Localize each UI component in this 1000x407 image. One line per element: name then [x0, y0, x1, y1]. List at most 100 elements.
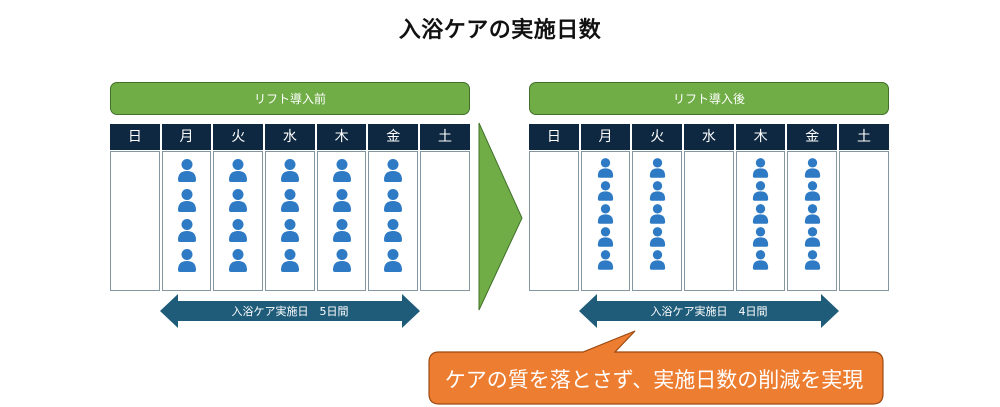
- day-cell: [316, 151, 367, 291]
- person-icon: [649, 180, 666, 201]
- day-cell: [420, 151, 470, 291]
- speech-bubble-shape: [428, 330, 884, 405]
- person-icon: [597, 203, 614, 224]
- person-icon: [228, 188, 248, 212]
- span-label-before: 入浴ケア実施日 5日間: [231, 305, 349, 318]
- person-icon: [752, 203, 769, 224]
- day-header: 木: [316, 124, 367, 150]
- day-header: 月: [161, 124, 212, 150]
- banner-after: リフト導入後: [529, 82, 889, 115]
- person-icon: [752, 180, 769, 201]
- person-icon: [597, 226, 614, 247]
- person-icon: [228, 218, 248, 242]
- day-column: 土: [420, 124, 470, 291]
- day-column: 木: [735, 124, 786, 291]
- day-cell: [110, 151, 160, 291]
- person-icon: [383, 158, 403, 182]
- person-icon: [383, 188, 403, 212]
- diagram-title: 入浴ケアの実施日数: [398, 18, 602, 43]
- span-arrow-before: 入浴ケア実施日 5日間: [160, 294, 420, 328]
- panel-after-lift: リフト導入後 日月火水木金土 入浴ケア実施日 4日間: [529, 82, 889, 328]
- span-label-after: 入浴ケア実施日 4日間: [650, 305, 768, 318]
- person-icon: [649, 249, 666, 270]
- person-icon: [280, 218, 300, 242]
- person-icon: [804, 157, 821, 178]
- result-callout: ケアの質を落とさず、実施日数の削減を実現: [425, 330, 885, 407]
- day-cell: [265, 151, 315, 291]
- person-icon: [752, 226, 769, 247]
- day-header: 金: [368, 124, 419, 150]
- day-column: 土: [839, 124, 889, 291]
- person-icon: [332, 218, 352, 242]
- person-icon: [332, 188, 352, 212]
- person-icon: [804, 249, 821, 270]
- day-cell: [580, 151, 631, 291]
- person-icon: [332, 158, 352, 182]
- person-icon: [649, 226, 666, 247]
- day-cell: [632, 151, 683, 291]
- banner-before: リフト導入前: [110, 82, 470, 115]
- day-cell: [213, 151, 264, 291]
- day-header: 火: [632, 124, 683, 150]
- person-icon: [804, 203, 821, 224]
- day-cell: [735, 151, 786, 291]
- person-icon: [177, 218, 197, 242]
- day-column: 火: [213, 124, 264, 291]
- person-icon: [752, 157, 769, 178]
- day-header: 土: [839, 124, 889, 150]
- person-icon: [280, 188, 300, 212]
- day-header: 水: [684, 124, 734, 150]
- day-column: 木: [316, 124, 367, 291]
- day-cell: [368, 151, 419, 291]
- span-arrow-after: 入浴ケア実施日 4日間: [579, 294, 839, 328]
- person-icon: [597, 157, 614, 178]
- person-icon: [383, 248, 403, 272]
- person-icon: [597, 249, 614, 270]
- person-icon: [332, 248, 352, 272]
- day-cell: [161, 151, 212, 291]
- person-icon: [228, 248, 248, 272]
- day-cell: [839, 151, 889, 291]
- day-cell: [529, 151, 579, 291]
- day-column: 水: [265, 124, 315, 291]
- week-grid-after: 日月火水木金土: [529, 124, 889, 291]
- person-icon: [280, 248, 300, 272]
- day-cell: [684, 151, 734, 291]
- day-column: 月: [161, 124, 212, 291]
- person-icon: [804, 226, 821, 247]
- day-header: 木: [735, 124, 786, 150]
- day-column: 月: [580, 124, 631, 291]
- right-triangle-arrow-icon: [478, 122, 523, 311]
- day-header: 金: [787, 124, 838, 150]
- person-icon: [228, 158, 248, 182]
- person-icon: [752, 249, 769, 270]
- day-header: 日: [529, 124, 579, 150]
- person-icon: [804, 180, 821, 201]
- person-icon: [649, 157, 666, 178]
- day-header: 火: [213, 124, 264, 150]
- day-column: 金: [787, 124, 838, 291]
- person-icon: [383, 218, 403, 242]
- panel-before-lift: リフト導入前 日月火水木金土 入浴ケア実施日 5日間: [110, 82, 470, 328]
- day-header: 月: [580, 124, 631, 150]
- person-icon: [177, 158, 197, 182]
- person-icon: [177, 248, 197, 272]
- double-arrow-icon: [160, 294, 420, 328]
- day-column: 火: [632, 124, 683, 291]
- day-column: 水: [684, 124, 734, 291]
- day-header: 水: [265, 124, 315, 150]
- double-arrow-icon: [579, 294, 839, 328]
- person-icon: [649, 203, 666, 224]
- person-icon: [177, 188, 197, 212]
- week-grid-before: 日月火水木金土: [110, 124, 470, 291]
- day-column: 金: [368, 124, 419, 291]
- day-header: 日: [110, 124, 160, 150]
- day-header: 土: [420, 124, 470, 150]
- day-cell: [787, 151, 838, 291]
- day-column: 日: [110, 124, 160, 291]
- day-column: 日: [529, 124, 579, 291]
- person-icon: [280, 158, 300, 182]
- person-icon: [597, 180, 614, 201]
- transition-arrow: [478, 122, 524, 316]
- callout-text: ケアの質を落とさず、実施日数の削減を実現: [444, 368, 864, 392]
